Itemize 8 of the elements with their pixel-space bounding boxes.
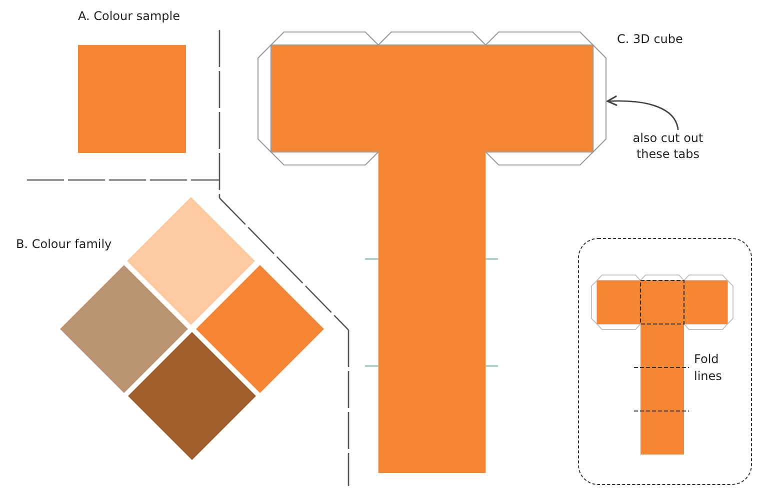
section-title: A. Colour sample — [78, 8, 180, 24]
dashed-frame — [578, 238, 752, 485]
callout-text: also cut out these tabs — [626, 130, 710, 162]
section-title: C. 3D cube — [617, 31, 683, 47]
section-title: B. Colour family — [16, 236, 112, 252]
curved-arrow — [606, 96, 679, 130]
callout-text: Fold lines — [694, 351, 723, 385]
tab-outline-drawing — [257, 31, 607, 166]
